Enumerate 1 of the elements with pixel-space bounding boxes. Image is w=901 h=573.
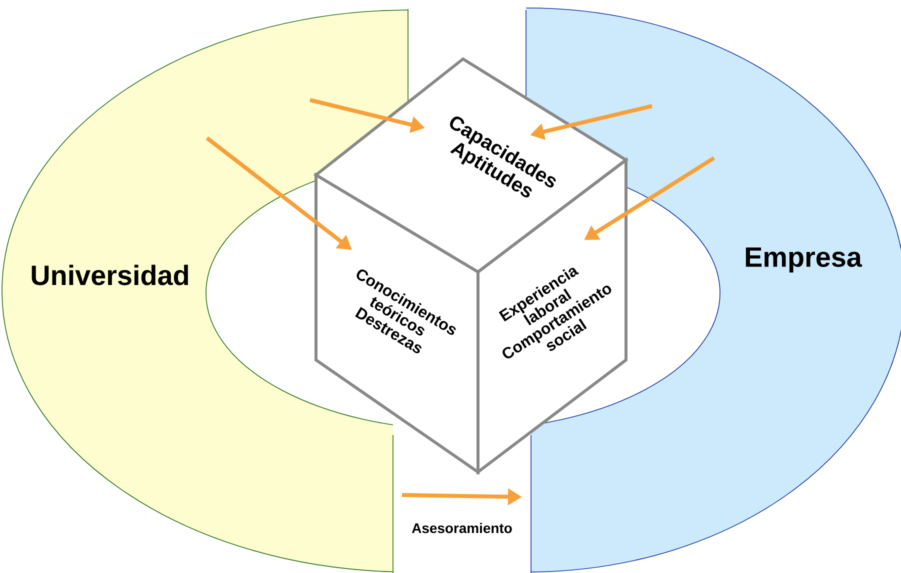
edge-label: Asesoramiento [410, 522, 514, 534]
